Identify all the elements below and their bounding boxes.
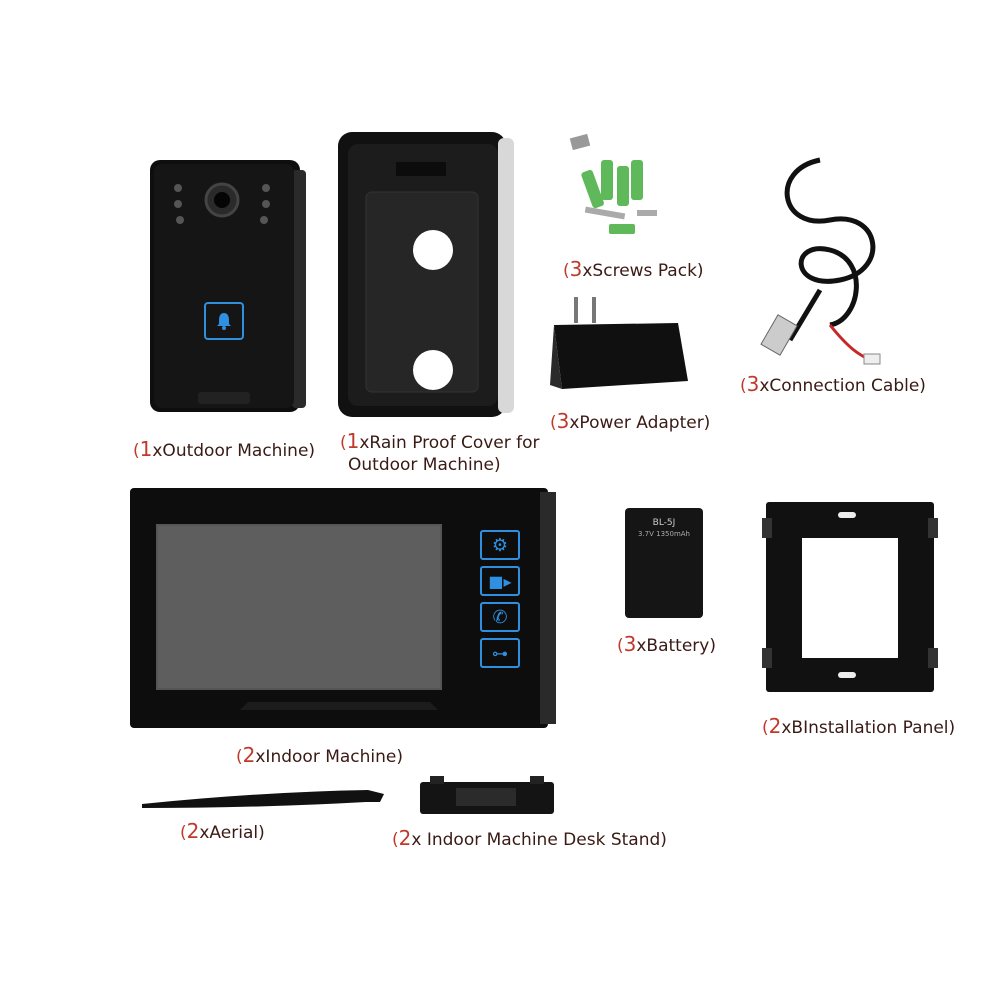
- desk-stand: [416, 776, 561, 821]
- battery-label: (3xBattery): [617, 632, 716, 656]
- battery-spec: 3.7V 1350mAh: [637, 530, 690, 538]
- indoor-machine-label: (2xIndoor Machine): [236, 743, 404, 767]
- adapter-label: (3xPower Adapter): [550, 409, 711, 433]
- panel-label: (2xBInstallation Panel): [762, 714, 956, 738]
- battery-model: BL-5J: [652, 518, 676, 528]
- key-icon[interactable]: ⊶: [480, 638, 520, 668]
- aerial: [140, 782, 390, 822]
- outdoor-machine-label: (1xOutdoor Machine): [133, 437, 316, 461]
- installation-panel: [762, 498, 942, 698]
- indoor-machine: ⚙ ■▸ ✆ ⊶: [130, 488, 560, 733]
- gear-icon[interactable]: ⚙: [480, 530, 520, 560]
- rain-proof-cover: [338, 132, 518, 422]
- phone-icon[interactable]: ✆: [480, 602, 520, 632]
- bell-icon[interactable]: [204, 302, 244, 340]
- aerial-label: (2xAerial): [180, 819, 265, 843]
- screws-label: (3xScrews Pack): [563, 257, 704, 281]
- cable-label: (3xConnection Cable): [740, 372, 926, 396]
- battery: BL-5J 3.7V 1350mAh: [625, 508, 703, 618]
- screws-pack: [565, 130, 665, 245]
- connection-cable: [760, 150, 900, 375]
- rain-cover-label-line2: Outdoor Machine): [348, 455, 501, 475]
- camera-icon[interactable]: ■▸: [480, 566, 520, 596]
- stand-label: (2x Indoor Machine Desk Stand): [392, 826, 667, 850]
- rain-cover-label: (1xRain Proof Cover for: [340, 429, 540, 453]
- outdoor-machine: [150, 160, 310, 415]
- power-adapter: [548, 295, 698, 405]
